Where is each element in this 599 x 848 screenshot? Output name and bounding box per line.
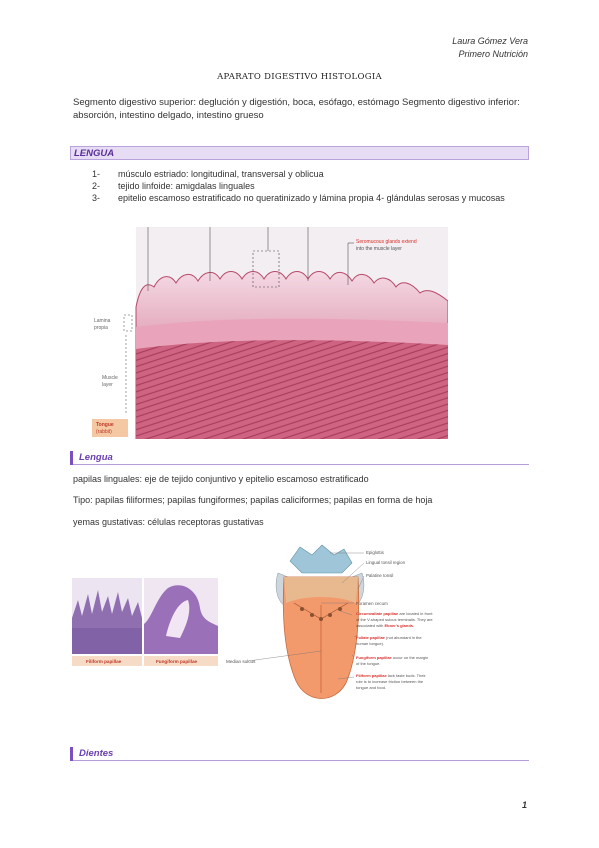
section-accent bbox=[70, 747, 73, 761]
foliate-label-line2: human tongue). bbox=[356, 641, 384, 646]
page-number: 1 bbox=[521, 800, 527, 810]
section-heading-text: Dientes bbox=[79, 748, 114, 759]
lamina-propia-label-line2: propia bbox=[94, 325, 108, 331]
foliate-label: Foliate papillae (not abundant in the bbox=[356, 635, 422, 640]
lingual-tonsil-region-shape bbox=[284, 577, 358, 603]
lamina-propia-label: Lamina bbox=[94, 318, 111, 324]
filiform-diagram-label-line3: tongue and food. bbox=[356, 685, 386, 690]
document-title: APARATO DIGESTIVO HISTOLOGIA bbox=[217, 72, 382, 82]
muscle-layer bbox=[136, 340, 448, 439]
leader-line bbox=[351, 654, 355, 658]
palatine-tonsil-label: Palatine tonsil bbox=[366, 573, 393, 578]
author-program: Primero Nutrición bbox=[458, 49, 528, 59]
tongue-caption-line2: (rabbit) bbox=[96, 429, 112, 435]
detail-box bbox=[252, 250, 280, 288]
circumvallate-label-line2: of the V-shaped sulcus terminalis. They … bbox=[356, 617, 433, 622]
muscle-layer-label: Muscle bbox=[102, 375, 118, 381]
circumvallate-label: Circumvallate papillae are located in fr… bbox=[356, 611, 433, 616]
muscle-layer-label-line2: layer bbox=[102, 382, 113, 388]
author-name: Laura Gómez Vera bbox=[452, 36, 528, 46]
tipo-paragraph: Tipo: papilas filiformes; papilas fungif… bbox=[73, 495, 433, 505]
lengua-list: 1-músculo estriado: longitudinal, transv… bbox=[92, 168, 512, 204]
circumvallate-papilla bbox=[328, 613, 332, 617]
seromucous-annotation: Seromucous glands extend bbox=[356, 239, 417, 245]
author-block: Laura Gómez Vera Primero Nutrición bbox=[452, 35, 528, 61]
section-heading-lengua-2: Lengua bbox=[70, 451, 529, 465]
circumvallate-papilla bbox=[338, 607, 342, 611]
list-item: 1-músculo estriado: longitudinal, transv… bbox=[92, 169, 324, 179]
papillae-micrograph-figure: Filiform papillae Fungiform papillae bbox=[72, 578, 218, 666]
yemas-paragraph: yemas gustativas: células receptoras gus… bbox=[73, 517, 264, 527]
circumvallate-papilla bbox=[300, 607, 304, 611]
epiglottis-label: Epiglottis bbox=[366, 550, 385, 555]
leader-line bbox=[247, 650, 322, 662]
list-item: 2-tejido linfoide: amigdalas linguales bbox=[92, 181, 255, 191]
tongue-histology-figure: Seromucous glands extend into the muscle… bbox=[90, 227, 448, 439]
fungiform-label: Fungiform papillae occur on the margin bbox=[356, 655, 428, 660]
section-heading-text: LENGUA bbox=[74, 148, 115, 159]
intro-paragraph: Segmento digestivo superior: deglución y… bbox=[73, 97, 520, 121]
filiform-label-box bbox=[72, 656, 142, 666]
foramen-cecum-label: Foramen cecum bbox=[356, 601, 388, 606]
fungiform-label-line2: of the tongue. bbox=[356, 661, 380, 666]
leader-line bbox=[341, 562, 365, 584]
section-heading-dientes: Dientes bbox=[70, 747, 529, 761]
circumvallate-label-line3: associated with Ebner's glands. bbox=[356, 623, 414, 628]
leader-line bbox=[337, 676, 355, 680]
fungiform-label: Fungiform papillae bbox=[156, 659, 198, 664]
papilas-paragraph: papilas linguales: eje de tejido conjunt… bbox=[73, 474, 369, 484]
filiform-diagram-label: Filiform papillae lack taste buds. Their bbox=[356, 673, 426, 678]
tongue-caption-box bbox=[92, 419, 128, 437]
circumvallate-papilla bbox=[310, 613, 314, 617]
filiform-label: Filiform papillae bbox=[86, 659, 122, 664]
seromucous-annotation-continued: into the muscle layer bbox=[356, 246, 402, 252]
median-sulcus-label: Median sulcus bbox=[226, 659, 256, 664]
section-heading-lengua: LENGUA bbox=[70, 146, 529, 160]
tongue-diagram-figure: Epiglottis Lingual tonsil region Palatin… bbox=[218, 543, 458, 715]
section-heading-text: Lengua bbox=[79, 452, 113, 463]
leader-line bbox=[357, 575, 365, 590]
tongue-caption: Tongue bbox=[96, 422, 114, 428]
circumvallate-papilla bbox=[319, 617, 323, 621]
lingual-tonsil-label: Lingual tonsil region bbox=[366, 560, 406, 565]
lamina-propia-layer bbox=[136, 318, 448, 349]
fungiform-label-box bbox=[144, 656, 218, 666]
filiform-diagram-label-line2: role is to increase friction between the bbox=[356, 679, 424, 684]
list-item: 3-epitelio escamoso estratificado no que… bbox=[92, 193, 505, 203]
epiglottis-shape bbox=[289, 544, 353, 574]
leader-line bbox=[353, 634, 359, 638]
leader-line bbox=[339, 610, 353, 616]
lamina-bracket bbox=[123, 314, 133, 332]
fungiform-core bbox=[166, 600, 190, 638]
section-accent bbox=[70, 451, 73, 465]
filiform-base bbox=[72, 628, 142, 654]
